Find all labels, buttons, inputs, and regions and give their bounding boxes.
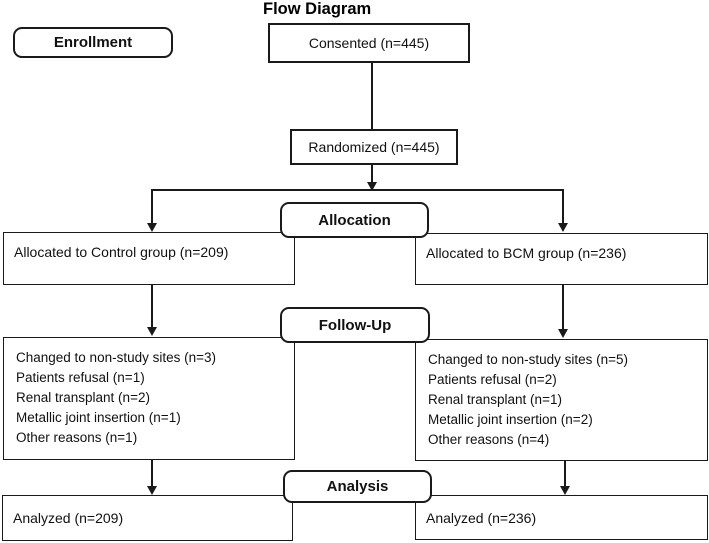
followup-reason: Other reasons (n=4) (428, 432, 550, 447)
followup-reason: Other reasons (n=1) (16, 430, 138, 445)
connector-control-analysis (151, 460, 153, 487)
arrowhead-control-analysis (147, 486, 157, 495)
box-bcm-analyzed: Analyzed (n=236) (415, 495, 708, 540)
branch-line (151, 189, 564, 191)
stage-allocation: Allocation (280, 202, 429, 238)
followup-reason: Metallic joint insertion (n=2) (428, 412, 593, 427)
arrowhead-branch-control (147, 223, 157, 232)
followup-reason: Changed to non-study sites (n=5) (428, 352, 628, 367)
connector-branch-control (151, 189, 153, 224)
connector-branch-bcm (562, 189, 564, 224)
box-control-analyzed: Analyzed (n=209) (2, 495, 293, 541)
connector-randomized-branch (371, 165, 373, 183)
followup-reason: Renal transplant (n=2) (16, 390, 150, 405)
followup-reason: Changed to non-study sites (n=3) (16, 350, 216, 365)
box-bcm-followup: Changed to non-study sites (n=5) Patient… (415, 339, 708, 461)
diagram-title: Flow Diagram (263, 0, 372, 18)
connector-control-followup (151, 285, 153, 328)
followup-reason: Renal transplant (n=1) (428, 392, 562, 407)
stage-enrollment: Enrollment (13, 27, 173, 58)
arrowhead-randomized-branch (367, 182, 377, 191)
stage-analysis: Analysis (283, 470, 432, 503)
arrowhead-bcm-analysis (560, 486, 570, 495)
box-control-followup: Changed to non-study sites (n=3) Patient… (3, 337, 295, 460)
followup-reason: Metallic joint insertion (n=1) (16, 410, 181, 425)
arrowhead-control-followup (147, 327, 157, 336)
connector-bcm-analysis (564, 461, 566, 487)
connector-consented-randomized (371, 63, 373, 129)
stage-followup: Follow-Up (280, 307, 430, 343)
arrowhead-branch-bcm (558, 223, 568, 232)
box-consented: Consented (n=445) (268, 23, 470, 63)
followup-reason: Patients refusal (n=2) (428, 372, 557, 387)
box-bcm-allocated: Allocated to BCM group (n=236) (415, 233, 708, 285)
arrowhead-bcm-followup (558, 329, 568, 338)
box-control-allocated: Allocated to Control group (n=209) (3, 232, 295, 285)
connector-bcm-followup (562, 285, 564, 330)
box-randomized: Randomized (n=445) (290, 129, 458, 165)
followup-reason: Patients refusal (n=1) (16, 370, 145, 385)
